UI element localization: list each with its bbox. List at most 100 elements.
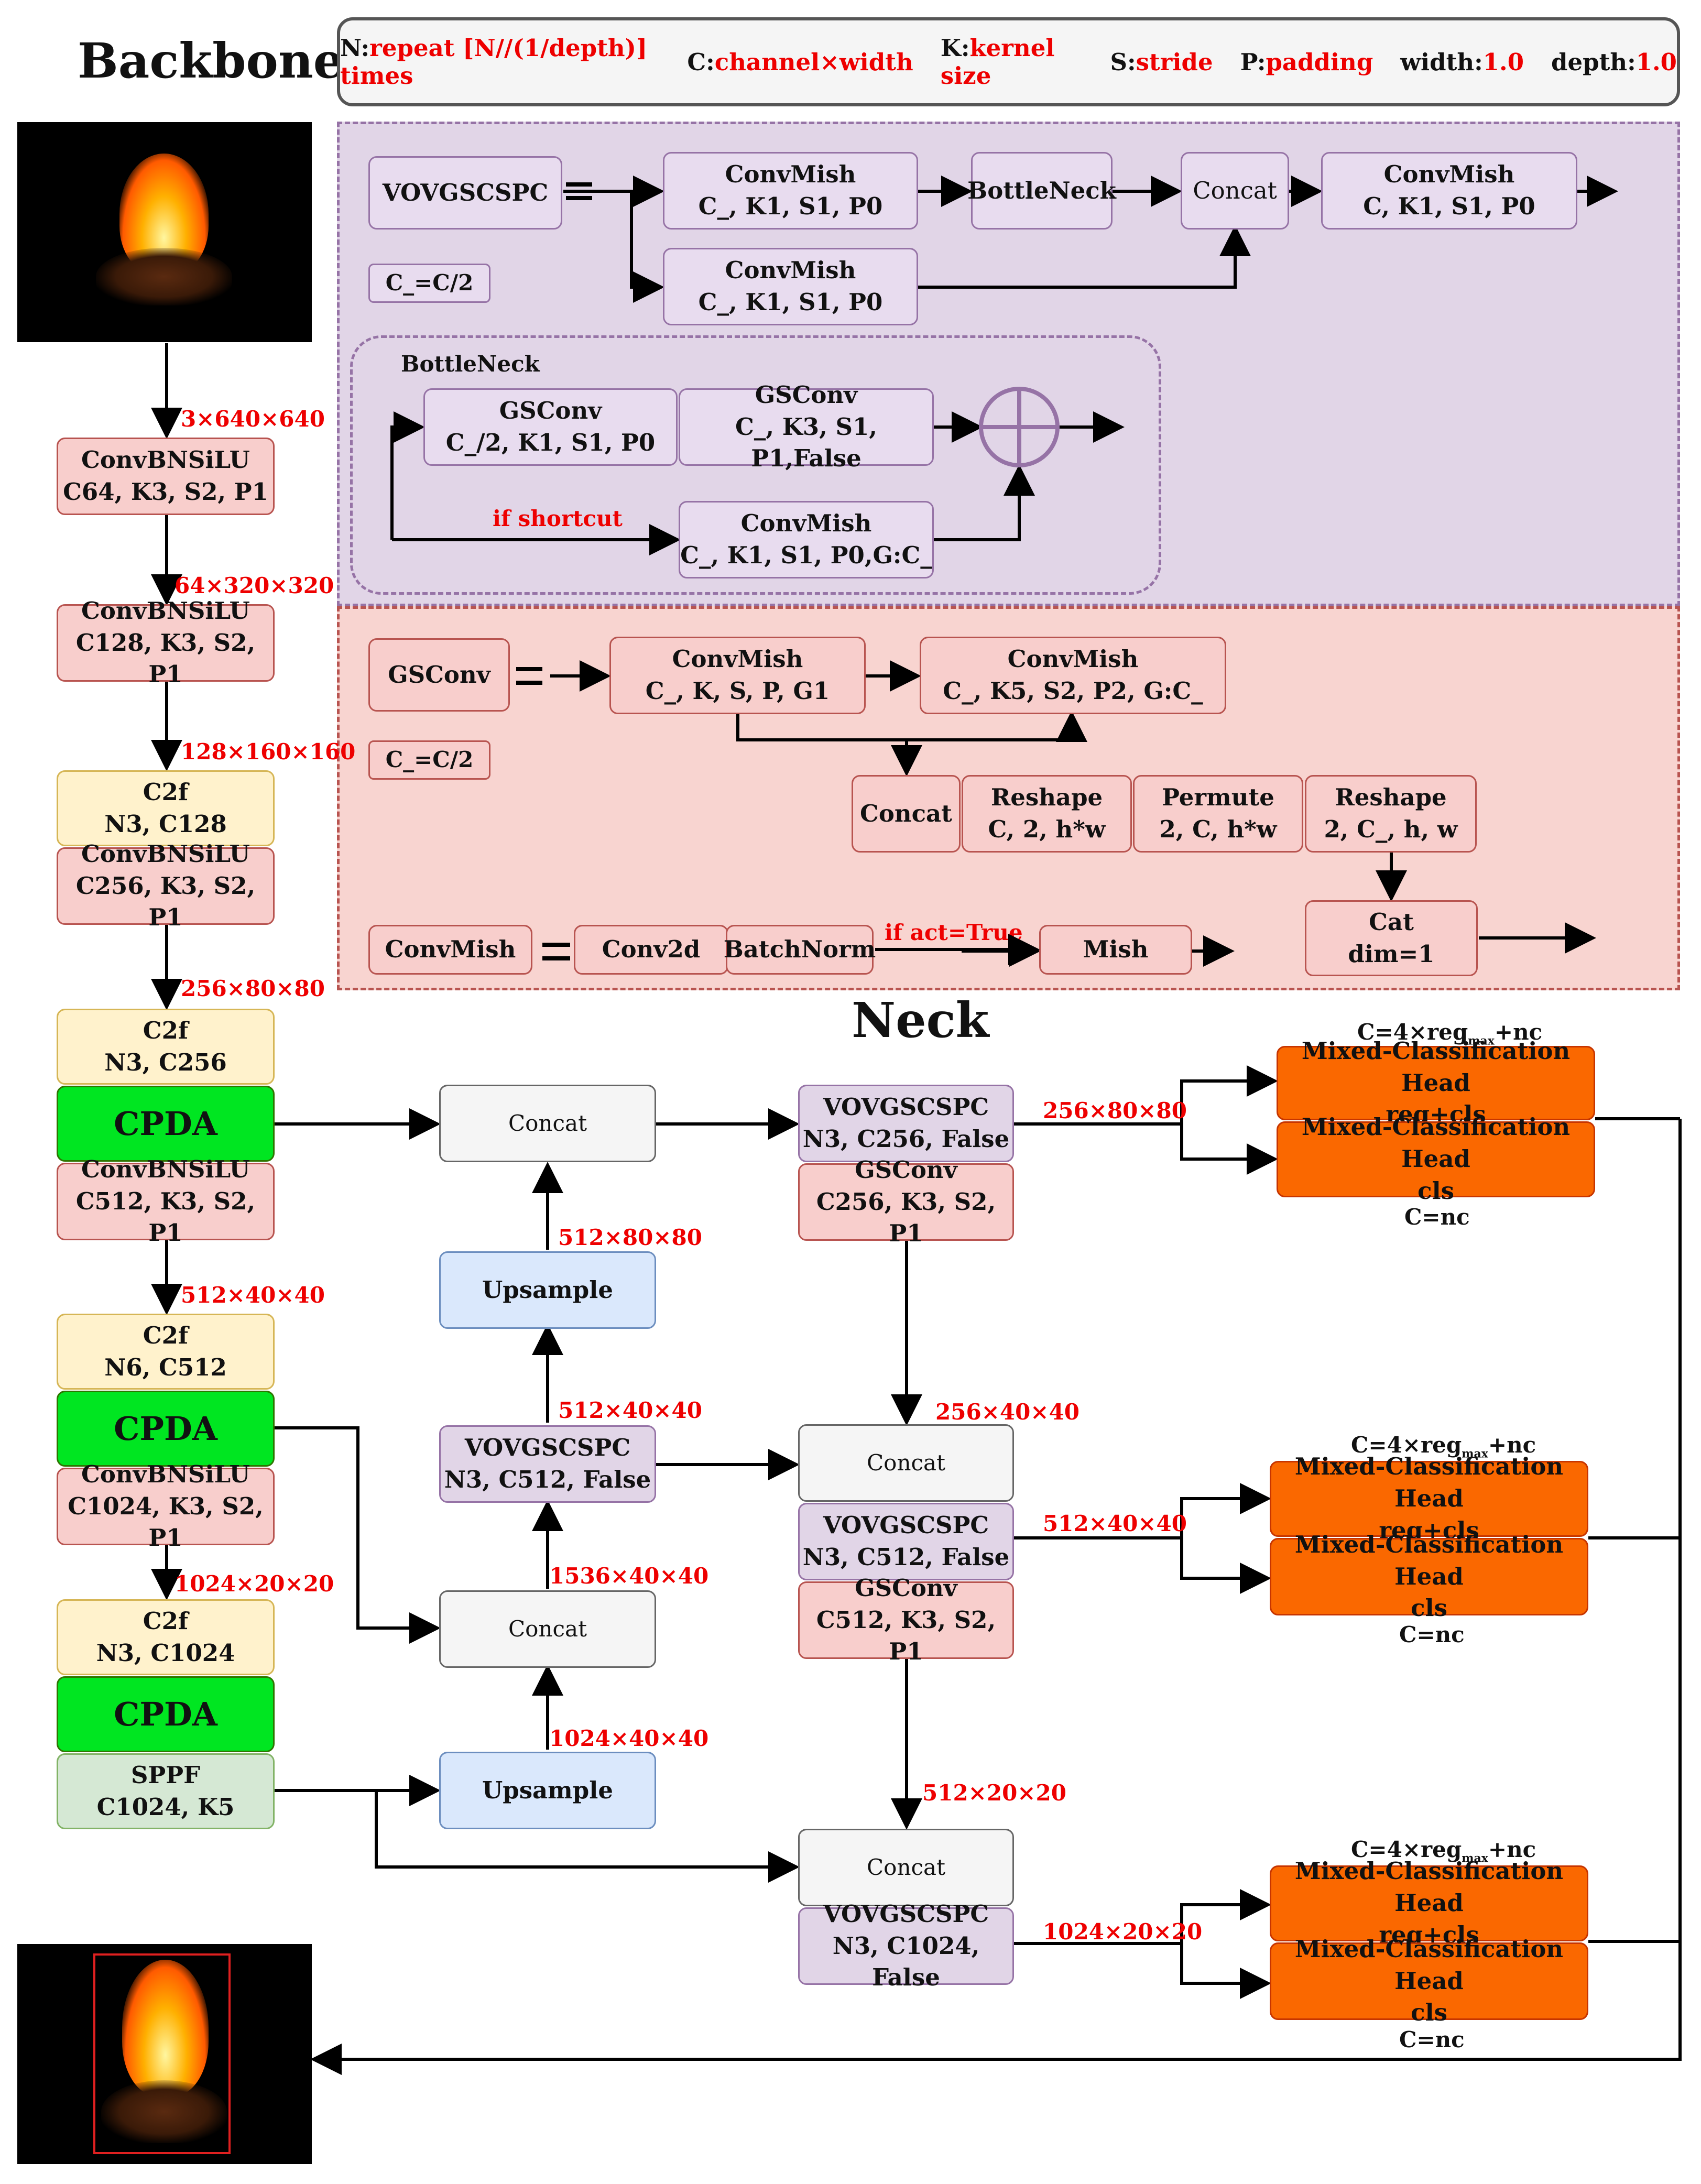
act-label: if act=True: [885, 920, 1023, 945]
convmish-mish: Mish: [1039, 925, 1192, 975]
legend-value: channel×width: [714, 48, 913, 76]
legend-value: 1.0: [1635, 48, 1677, 76]
head-cnc: C=nc: [1399, 1622, 1465, 1647]
input-image: [17, 122, 312, 342]
dim-label: 1024×20×20: [1043, 1919, 1203, 1945]
legend-value: padding: [1266, 48, 1373, 76]
head-channel-formula: C=4×regmax+nc: [1357, 1019, 1543, 1048]
dim-label: 512×40×40: [1043, 1511, 1187, 1536]
bottleneck-title: BottleNeck: [401, 351, 540, 377]
legend-key: P:: [1240, 48, 1266, 76]
dim-label: 512×40×40: [181, 1282, 325, 1308]
dim-label: 128×160×160: [181, 739, 356, 765]
legend-item: depth:1.0: [1551, 48, 1677, 76]
legend-key: depth:: [1551, 48, 1636, 76]
convmish-conv2d: Conv2d: [574, 925, 728, 975]
neck-concat-1: Concat: [439, 1085, 656, 1162]
detection-box: [93, 1953, 231, 2154]
legend-key: width:: [1400, 48, 1483, 76]
convmish-def-label: ConvMish: [368, 925, 532, 975]
head-cnc: C=nc: [1404, 1204, 1470, 1230]
vov-bottleneck: BottleNeck: [967, 152, 1116, 230]
bottleneck-region: [350, 335, 1161, 595]
backbone-cpda-1: CPDA: [57, 1086, 275, 1162]
convmish-batchnorm: BatchNorm: [724, 925, 876, 975]
backbone-title: Backbone: [78, 32, 344, 89]
neck-concat-4: Concat: [798, 1829, 1014, 1906]
dim-label: 64×320×320: [175, 573, 334, 598]
legend-value: repeat [N//(1/depth)] times: [340, 34, 648, 90]
neck-title: Neck: [852, 992, 989, 1049]
neck-concat-2: Concat: [439, 1590, 656, 1668]
dim-label: 256×40×40: [935, 1399, 1080, 1425]
legend-item: P:padding: [1240, 48, 1373, 76]
gsconv-def-label: GSConv: [368, 638, 510, 712]
dim-label: 1024×40×40: [549, 1726, 709, 1751]
dim-label: 3×640×640: [181, 406, 325, 432]
legend-item: K:kernel size: [941, 34, 1083, 90]
neck-upsample-1: Upsample: [439, 1251, 656, 1329]
legend-key: C:: [687, 48, 715, 76]
neck-concat-3: Concat: [798, 1424, 1014, 1502]
legend-value: 1.0: [1482, 48, 1524, 76]
dim-label: 1024×20×20: [175, 1571, 334, 1597]
dim-label: 1536×40×40: [549, 1563, 709, 1589]
vov-cdef: C_=C/2: [368, 264, 490, 303]
dim-label: 256×80×80: [1043, 1098, 1187, 1123]
dim-label: 512×20×20: [922, 1780, 1066, 1806]
vov-concat: Concat: [1181, 152, 1289, 230]
legend-item: S:stride: [1110, 48, 1213, 76]
legend: N:repeat [N//(1/depth)] times C:channel×w…: [337, 17, 1680, 106]
backbone-cpda-3: CPDA: [57, 1676, 275, 1752]
neck-upsample-2: Upsample: [439, 1752, 656, 1829]
legend-item: width:1.0: [1400, 48, 1524, 76]
dim-label: 512×80×80: [558, 1225, 702, 1250]
legend-item: C:channel×width: [687, 48, 913, 76]
head-channel-formula: C=4×regmax+nc: [1351, 1837, 1536, 1865]
legend-item: N:repeat [N//(1/depth)] times: [340, 34, 660, 90]
legend-key: K:: [940, 34, 970, 62]
dim-label: 512×40×40: [558, 1397, 702, 1423]
vov-def-label: VOVGSCSPC: [368, 156, 562, 230]
legend-value: stride: [1136, 48, 1213, 76]
legend-value: kernel size: [940, 34, 1055, 90]
legend-key: S:: [1110, 48, 1136, 76]
head-cnc: C=nc: [1399, 2027, 1465, 2052]
